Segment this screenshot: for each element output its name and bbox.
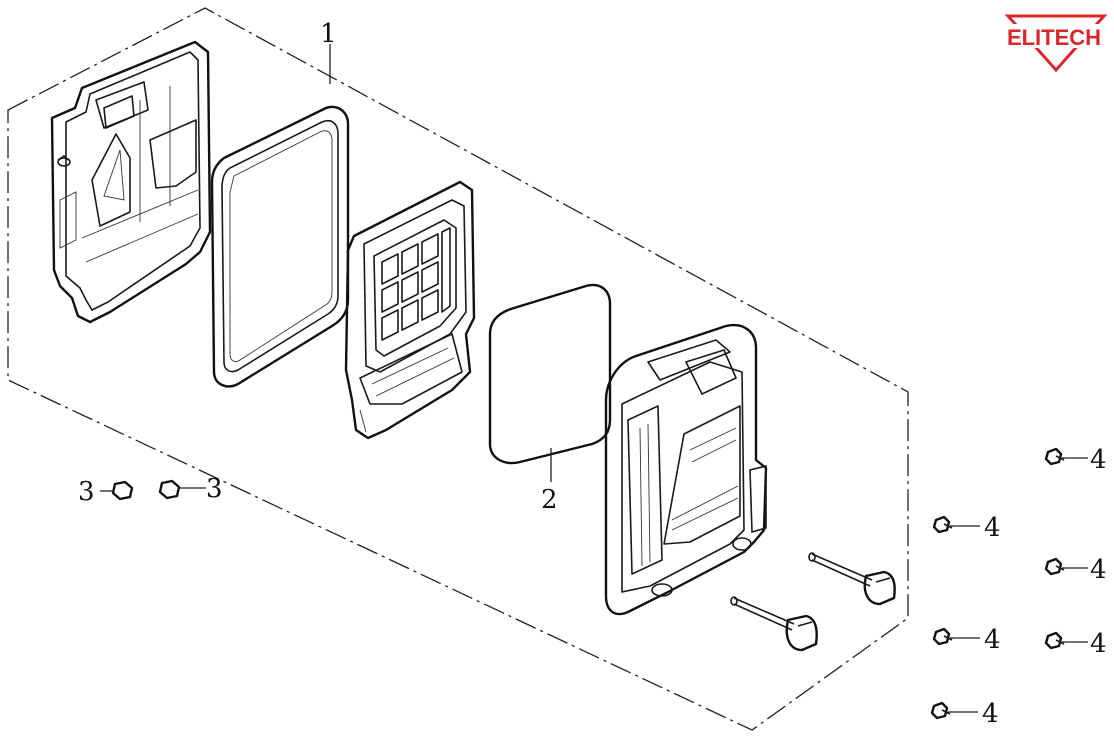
callout-1: 1 xyxy=(320,19,337,49)
callout-4a: 4 xyxy=(1090,445,1107,475)
callout-4b: 4 xyxy=(984,513,1001,543)
filter-grid-frame xyxy=(344,180,476,440)
callout-2: 2 xyxy=(541,485,558,515)
screw-e xyxy=(1044,631,1065,650)
filter-element xyxy=(488,283,612,465)
screw-a xyxy=(1044,447,1065,466)
filter-base-plate xyxy=(50,40,212,324)
screw-f xyxy=(930,701,951,720)
nut-right xyxy=(158,479,181,500)
nut-left xyxy=(111,480,134,501)
logo-text: ELITECH xyxy=(1007,25,1101,50)
callout-3b: 3 xyxy=(206,474,223,504)
cover-bolt-upper xyxy=(808,552,896,606)
leader-lines xyxy=(100,44,1088,713)
screw-c xyxy=(1044,557,1065,576)
screw-d xyxy=(932,627,953,646)
callout-3a: 3 xyxy=(78,477,95,507)
callout-4f: 4 xyxy=(982,699,999,729)
screw-b xyxy=(932,515,953,534)
callout-4c: 4 xyxy=(1090,555,1107,585)
callout-4d: 4 xyxy=(984,625,1001,655)
gasket xyxy=(210,105,350,388)
cover-bolt-lower xyxy=(730,596,818,652)
callout-4e: 4 xyxy=(1090,629,1107,659)
elitech-logo: ELITECH xyxy=(1000,14,1108,73)
assembly-boundary-dashed xyxy=(7,7,909,731)
filter-cover xyxy=(604,323,768,616)
